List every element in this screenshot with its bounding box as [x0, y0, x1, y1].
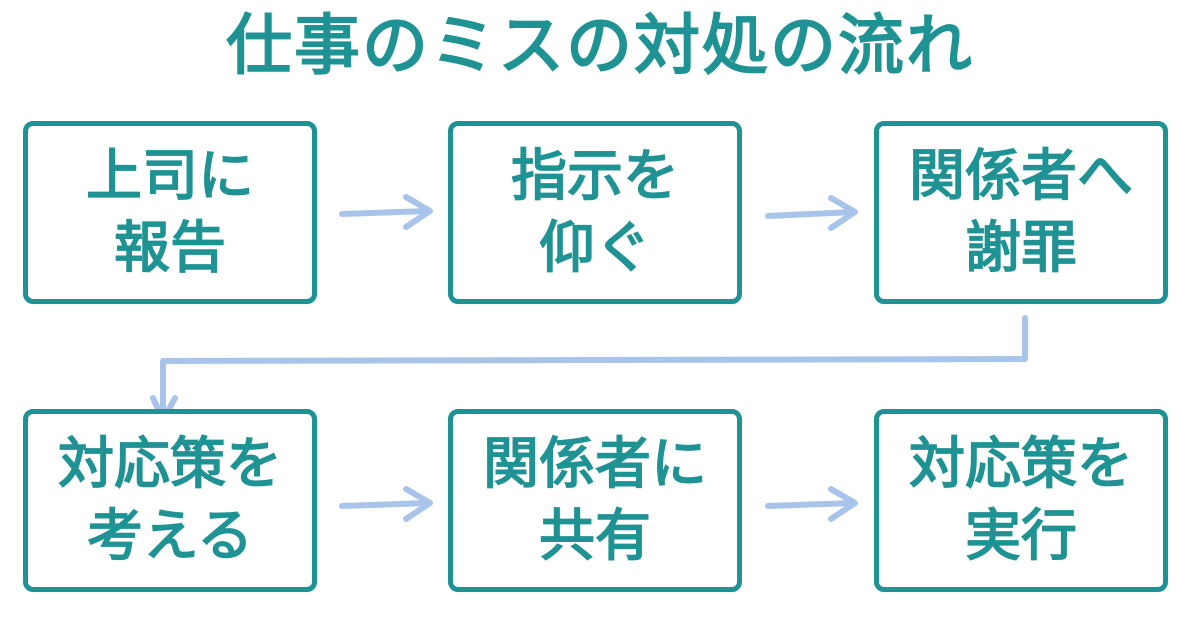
- step-share-with-stakeholders: 関係者に 共有: [448, 409, 742, 592]
- step-label-line2: 謝罪: [965, 215, 1077, 281]
- step-label-line1: 対応策を: [58, 431, 282, 497]
- step-label-line2: 共有: [539, 503, 651, 569]
- arrow-right-icon: [339, 194, 433, 230]
- step-apologize: 関係者へ 謝罪: [874, 121, 1168, 304]
- step-label-line1: 対応策を: [909, 431, 1133, 497]
- diagram-title: 仕事のミスの対処の流れ: [226, 7, 974, 84]
- arrow-right-icon: [339, 486, 433, 522]
- step-label-line2: 報告: [114, 215, 226, 281]
- step-label-line2: 考える: [86, 503, 254, 569]
- step-label-line2: 実行: [965, 503, 1077, 569]
- step-ask-instructions: 指示を 仰ぐ: [448, 121, 742, 304]
- step-label-line2: 仰ぐ: [539, 215, 651, 281]
- step-label-line1: 上司に: [86, 143, 254, 209]
- step-execute-countermeasure: 対応策を 実行: [874, 409, 1168, 592]
- step-label-line1: 指示を: [511, 143, 679, 209]
- step-label-line1: 関係者に: [483, 431, 707, 497]
- arrow-down-icon: [150, 315, 1028, 423]
- step-label-line1: 関係者へ: [909, 143, 1133, 209]
- step-plan-countermeasure: 対応策を 考える: [23, 409, 317, 592]
- arrow-right-icon: [765, 486, 858, 522]
- arrow-right-icon: [765, 195, 858, 231]
- step-report-to-boss: 上司に 報告: [23, 121, 317, 304]
